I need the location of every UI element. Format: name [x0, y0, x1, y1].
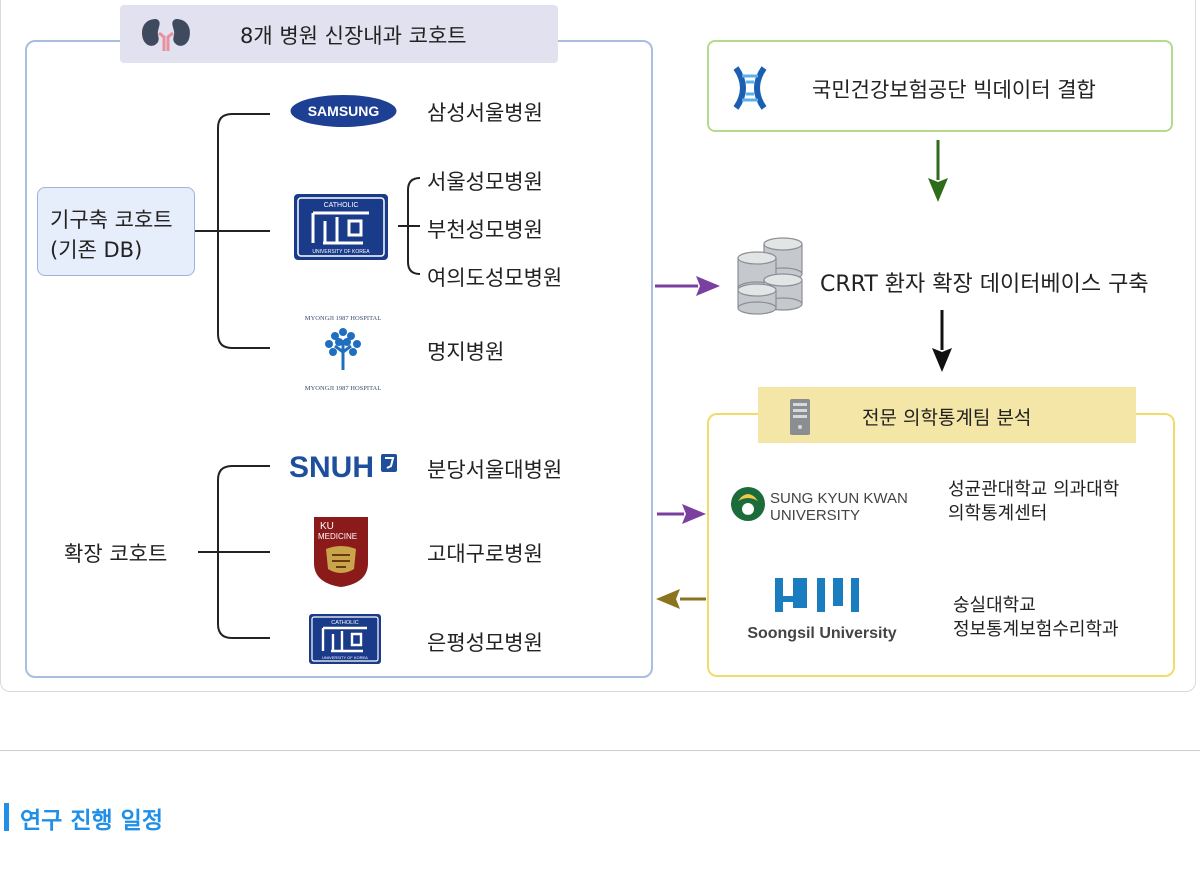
dna-icon — [733, 66, 767, 110]
svg-text:KU: KU — [320, 521, 334, 532]
svg-text:CATHOLIC: CATHOLIC — [331, 620, 358, 626]
kidney-icon — [142, 19, 190, 51]
svg-text:Soongsil University: Soongsil University — [747, 625, 896, 642]
hospital-eunpyeong-st-mary: 은평성모병원 — [427, 631, 543, 655]
existing-cohort-label: 기구축 코호트 (기존 DB) — [50, 205, 173, 265]
snuh-logo: SNUH — [285, 446, 410, 486]
stats-team-tab — [758, 387, 1136, 443]
section-title-bar — [4, 803, 9, 831]
svg-text:UNIVERSITY OF KOREA: UNIVERSITY OF KOREA — [322, 655, 368, 660]
skku-label: 성균관대학교 의과대학 의학통계센터 — [948, 478, 1119, 526]
section-title: 연구 진행 일정 — [20, 808, 163, 834]
svg-text:SAMSUNG: SAMSUNG — [308, 103, 380, 119]
arrow-to-stats-team — [932, 348, 952, 372]
ssu-label: 숭실대학교 정보통계보험수리학과 — [953, 594, 1119, 642]
catholic-university-logo-2: CATHOLIC UNIVERSITY OF KOREA — [309, 614, 381, 664]
svg-text:MYONGJI 1987 HOSPITAL: MYONGJI 1987 HOSPITAL — [305, 315, 381, 322]
svg-text:SNUH: SNUH — [289, 451, 374, 484]
arrow-to-database-green — [928, 178, 948, 202]
skku-label-line1: 성균관대학교 의과대학 — [948, 479, 1120, 500]
ssu-label-line1: 숭실대학교 — [953, 595, 1036, 616]
skku-label-line2: 의학통계센터 — [948, 503, 1048, 524]
samsung-logo: SAMSUNG — [290, 95, 397, 127]
database-label: CRRT 환자 확장 데이터베이스 구축 — [820, 272, 1149, 297]
database-icon — [737, 237, 803, 315]
server-icon — [790, 399, 810, 435]
existing-cohort-line1: 기구축 코호트 — [50, 208, 173, 232]
soongsil-logo: Soongsil University — [747, 578, 897, 642]
ssu-label-line2: 정보통계보험수리학과 — [953, 619, 1119, 640]
cohort-title: 8개 병원 신장내과 코호트 — [240, 24, 467, 48]
myongji-hospital-logo: MYONGJI 1987 HOSPITAL MYONGJI 1987 HOSPI… — [305, 315, 381, 392]
section-divider — [0, 750, 1200, 751]
catholic-university-logo-1: CATHOLIC UNIVERSITY OF KOREA — [294, 194, 388, 260]
svg-text:MYONGJI 1987 HOSPITAL: MYONGJI 1987 HOSPITAL — [305, 385, 381, 392]
bigdata-box — [707, 40, 1173, 132]
svg-text:CATHOLIC: CATHOLIC — [324, 202, 359, 209]
hospital-korea-guro: 고대구로병원 — [427, 542, 543, 566]
diagram-frame — [0, 0, 1196, 692]
bigdata-label: 국민건강보험공단 빅데이터 결합 — [812, 78, 1096, 102]
hospital-seoul-st-mary: 서울성모병원 — [427, 170, 543, 194]
stats-team-label: 전문 의학통계팀 분석 — [862, 407, 1032, 429]
svg-text:1398: 1398 — [744, 513, 754, 518]
svg-text:MEDICINE: MEDICINE — [318, 532, 357, 541]
svg-text:UNIVERSITY: UNIVERSITY — [770, 507, 860, 524]
cohort-title-tab — [120, 5, 558, 63]
ku-medicine-logo: KU MEDICINE — [314, 517, 368, 587]
arrow-to-skku — [682, 504, 706, 524]
hospital-bucheon-st-mary: 부천성모병원 — [427, 218, 543, 242]
svg-text:SUNG KYUN KWAN: SUNG KYUN KWAN — [770, 490, 908, 507]
expansion-cohort-label: 확장 코호트 — [64, 542, 168, 566]
hospital-yeouido-st-mary: 여의도성모병원 — [427, 266, 563, 290]
hospital-myongji: 명지병원 — [427, 340, 505, 364]
svg-text:UNIVERSITY OF KOREA: UNIVERSITY OF KOREA — [312, 249, 370, 255]
hospital-bundang-snu: 분당서울대병원 — [427, 458, 563, 482]
arrow-from-ssu — [656, 589, 680, 609]
skku-logo: 1398 SUNG KYUN KWAN UNIVERSITY — [726, 477, 922, 531]
hospital-samsung: 삼성서울병원 — [427, 101, 543, 125]
existing-cohort-box — [37, 187, 195, 276]
arrow-to-database — [696, 276, 720, 296]
existing-cohort-line2: (기존 DB) — [50, 238, 143, 262]
